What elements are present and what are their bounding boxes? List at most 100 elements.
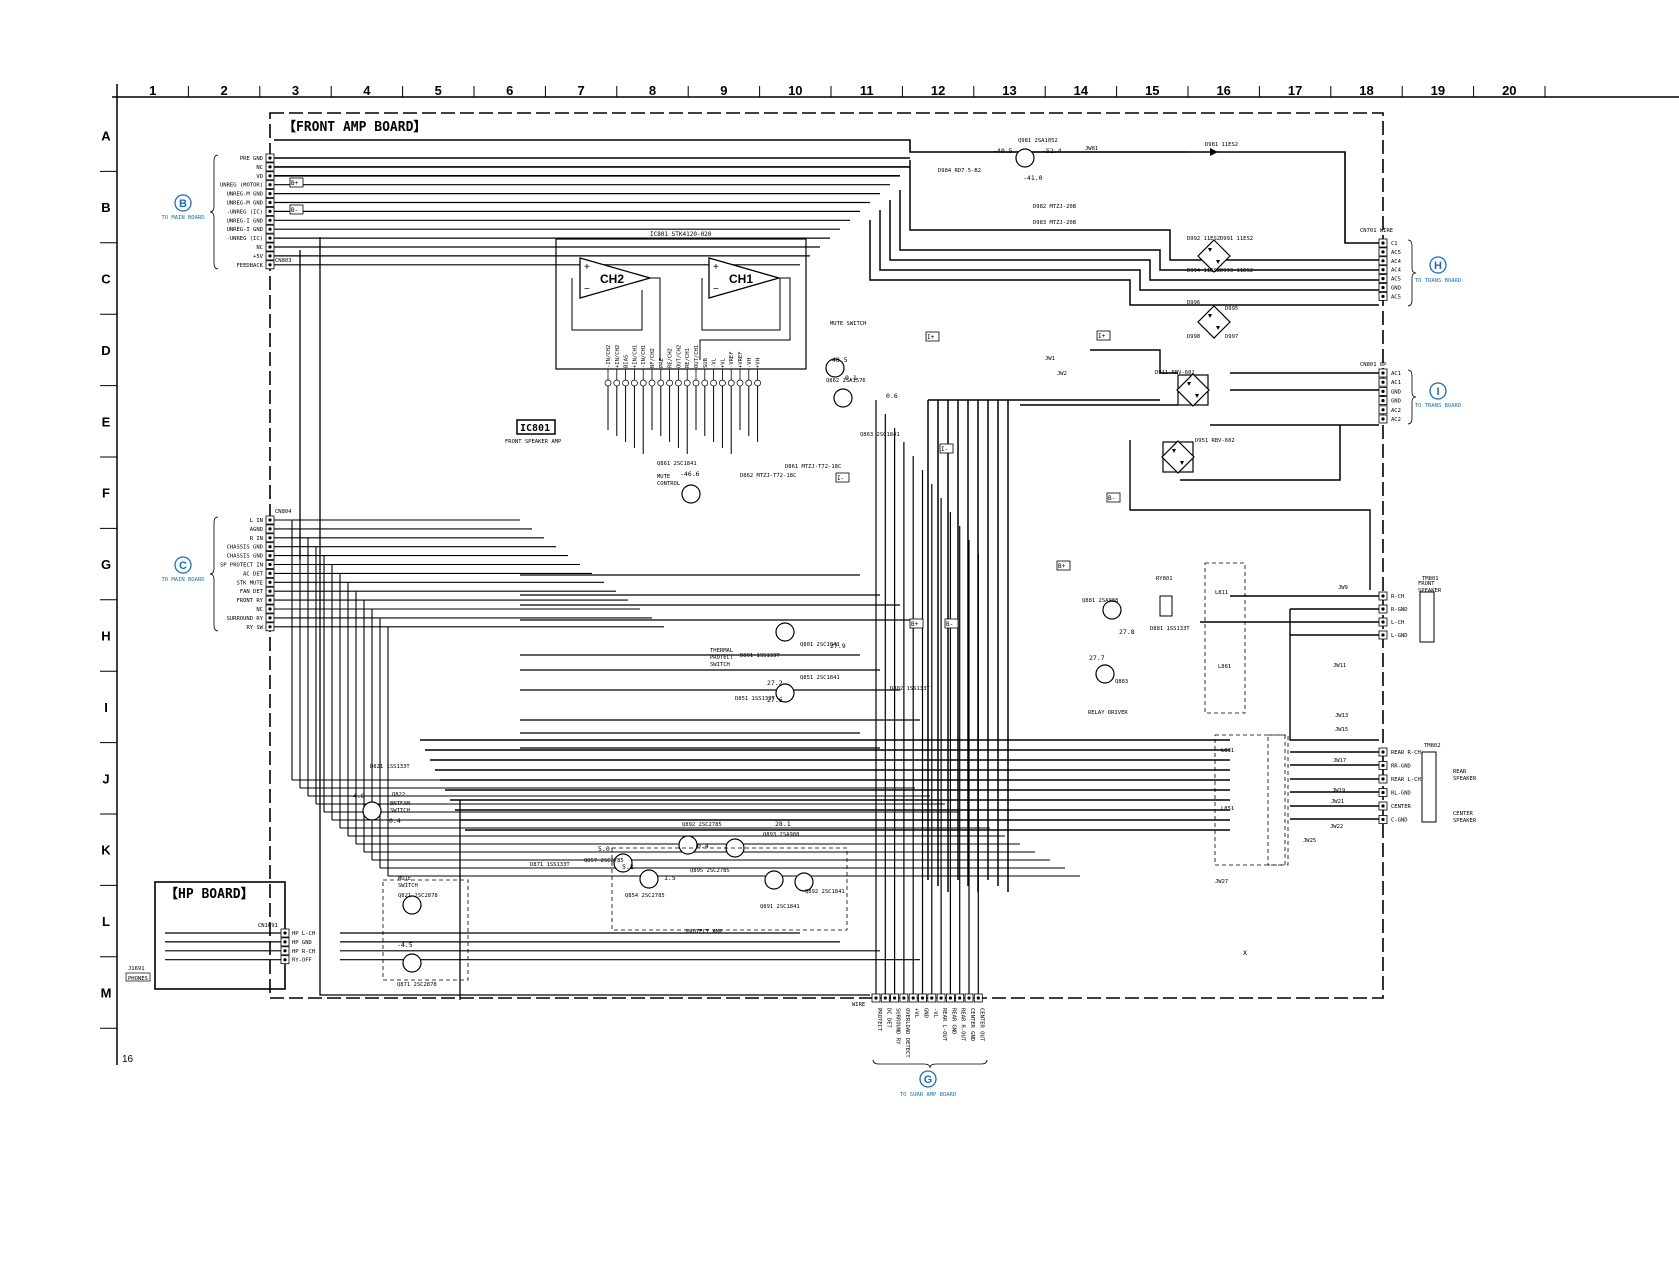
cn701-pin-label: C1 [1391,241,1398,247]
wiring [165,139,1379,1000]
cn804-pin [268,545,272,549]
ic-pin [666,379,673,387]
row-label-J: J [102,771,109,786]
supply-ref-label: I+ [1098,333,1106,340]
part-label-d911: D911 RBV-602 [1155,370,1195,376]
rear-filter-region [1214,734,1286,866]
ic-pin-name: +IN/CH1 [632,345,638,368]
wire-pin-label: +VL [913,1008,919,1019]
cn701-pin-label: AC5 [1391,277,1401,283]
ic-pin-name: PRE [659,358,665,368]
cn803-pin [268,263,272,267]
supply-ref-label: I- [837,475,844,482]
gnd-bus [1289,609,1379,741]
part-label-ry801: RY801 [1156,576,1173,582]
cn804-pin-label: AGND [250,527,263,533]
nav-B-circle [174,194,192,212]
ic-pin-name: -IN/CH2 [606,345,612,368]
column-label-4: 4 [363,83,371,98]
ic801-ref: IC801 [520,423,550,434]
cn701-pin-label: GND [1391,286,1401,292]
cn804-pin-label: NC [256,607,263,613]
jumper-label: JW19 [1332,788,1345,794]
ic-pin-name: NF/CH2 [650,348,656,368]
part-label-q883: Q883 [1115,679,1128,685]
voltage-label: -46.6 [680,470,700,478]
ic801-tag [516,419,556,435]
j1691-label: J1691 [128,966,145,972]
ic-pin [639,379,647,387]
ic-internal [650,277,661,360]
ch1-amplifier-minus: − [713,284,719,295]
tm802-terminal [1421,751,1437,823]
nav-H-text: TO TRANS BOARD [1415,278,1461,284]
wire-pin-label: SURROUND RY [895,1008,901,1045]
part-label-d991: D991 11ES2 [1220,236,1253,242]
cn801-pin-label: GND [1391,389,1401,395]
cn803-pin-label: UNREG-M GND [227,192,263,198]
d951-bridge-diode [1172,449,1176,453]
cn804-name: CN804 [275,509,292,515]
jumper-label: JW2 [1057,371,1067,377]
part-label-d982: D982 MTZJ-20B [1033,204,1077,210]
front-filter-region [1204,562,1246,714]
cn1691-pin-label: HP R-CH [292,949,315,955]
thermal-label3: SWITCH [710,662,730,668]
cn701-pin [1381,268,1385,272]
rail-5 [879,210,1379,291]
cn804-pin-label: AC DET [243,571,264,577]
supply-ref-box [835,472,850,483]
part-label-q893: Q893 2SA988 [763,832,799,838]
rail-1 [274,139,1379,244]
cn1691-name: CN1691 [258,923,278,929]
column-label-7: 7 [577,83,584,98]
voltage-label: 4.8 [353,792,365,800]
cn804-pin [268,598,272,602]
phones-label: PHONES [128,976,148,982]
cn803-pin-label: PRE GND [240,156,263,162]
part-label-q862: Q862 2SA1576 [826,378,866,384]
part-label-d821: D821 1SS133T [370,764,410,770]
bridge-d991-d994-diode [1208,248,1212,252]
part-label-q857: Q857 2SC2785 [584,858,624,864]
cn801-pin [1381,380,1385,384]
wire-pin [902,996,906,1000]
part-label-d992: D992 11ES2 [1187,236,1220,242]
tm801-pin [1381,633,1385,637]
supply-ref-box [925,331,940,342]
d981-symbol [1210,148,1218,156]
phones-box [125,972,151,982]
nav-I-circle [1429,382,1447,400]
supply-ref-label: B+ [1058,563,1066,570]
rail-2 [909,160,1379,261]
part-label-l851: L851 [1221,806,1234,812]
transistor [825,358,845,378]
ic-pin [604,379,612,387]
tm802-pin [1381,817,1385,822]
cn804-pin-label: L IN [250,518,263,524]
cn803-pin-label: FEEDBACK [237,263,264,269]
ic-internal [699,277,791,360]
column-label-20: 20 [1502,83,1516,98]
transistor [639,869,659,889]
cn804-pin [268,580,272,584]
column-label-17: 17 [1288,83,1302,98]
part-label-d997: D997 [1225,334,1238,340]
row-label-D: D [101,343,110,358]
cn801-pin [1381,408,1385,412]
cn803-name: CN803 [275,258,292,264]
q883-transistor [1095,664,1115,684]
cn803-pin [268,174,272,178]
d911-bridge-diode [1187,382,1191,386]
cn701-pin [1381,285,1385,290]
column-label-15: 15 [1145,83,1159,98]
cn801-pin [1381,389,1385,393]
cn701-pin [1381,294,1385,298]
ch1-amplifier [708,257,782,299]
wire-pin [883,996,887,1000]
ic-pin [710,379,717,387]
ic-pin [736,379,744,387]
column-label-13: 13 [1002,83,1016,98]
part-label-d998: D998 [1187,334,1200,340]
